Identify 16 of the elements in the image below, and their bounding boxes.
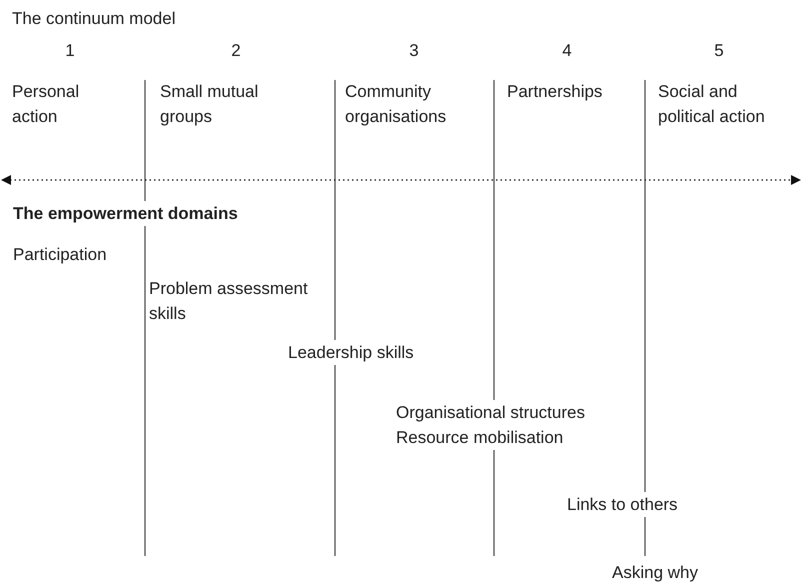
domain-label: Resource mobilisation — [395, 425, 564, 450]
column-number: 3 — [408, 40, 420, 62]
column-number: 1 — [64, 40, 76, 62]
section-heading: The empowerment domains — [12, 201, 239, 226]
column-number: 4 — [561, 40, 573, 62]
column-number: 2 — [230, 40, 242, 62]
column-heading: Personal action — [12, 81, 80, 128]
column-number: 5 — [713, 40, 725, 62]
column-heading: Small mutual groups — [160, 81, 260, 128]
column-heading: Social and political action — [658, 81, 766, 128]
domain-label: Leadership skills — [287, 340, 415, 365]
domain-label: Links to others — [566, 492, 679, 517]
column-heading: Community organisations — [345, 81, 448, 128]
title: The continuum model — [12, 8, 176, 30]
column-heading: Partnerships — [507, 81, 604, 103]
domain-label: Organisational structures — [395, 400, 586, 425]
